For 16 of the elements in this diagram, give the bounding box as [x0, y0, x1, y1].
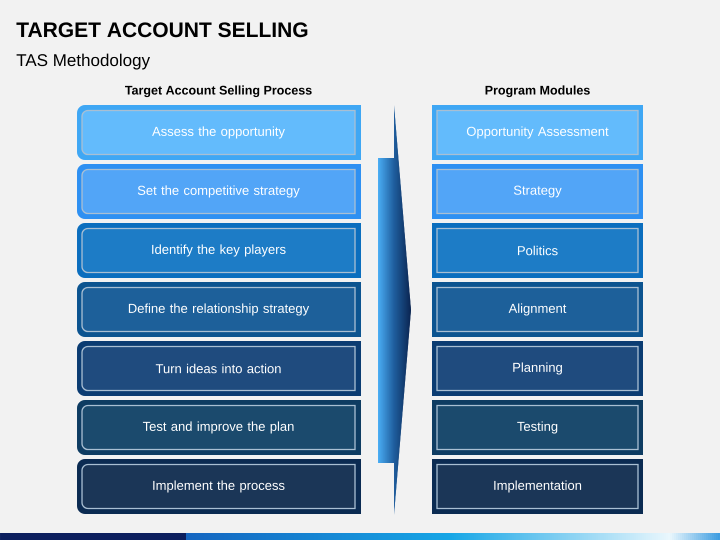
subtitle: TAS Methodology — [16, 54, 150, 70]
process-step-box: Identify the key players — [77, 223, 361, 278]
module-box: Testing — [432, 400, 643, 455]
process-step-box: Implement the process — [77, 459, 361, 514]
process-step-box: Define the relationship strategy — [77, 282, 361, 337]
process-step-box: Turn ideas into action — [77, 341, 361, 396]
module-box: Alignment — [432, 282, 643, 337]
module-box: Politics — [432, 223, 643, 278]
process-step-box: Assess the opportunity — [77, 105, 361, 160]
module-box: Implementation — [432, 459, 643, 514]
process-step-box: Set the competitive strategy — [77, 164, 361, 219]
title: TARGET ACCOUNT SELLING — [16, 22, 308, 38]
module-box: Opportunity Assessment — [432, 105, 643, 160]
module-box: Strategy — [432, 164, 643, 219]
process-step-box: Test and improve the plan — [77, 400, 361, 455]
module-box: Planning — [432, 341, 643, 396]
